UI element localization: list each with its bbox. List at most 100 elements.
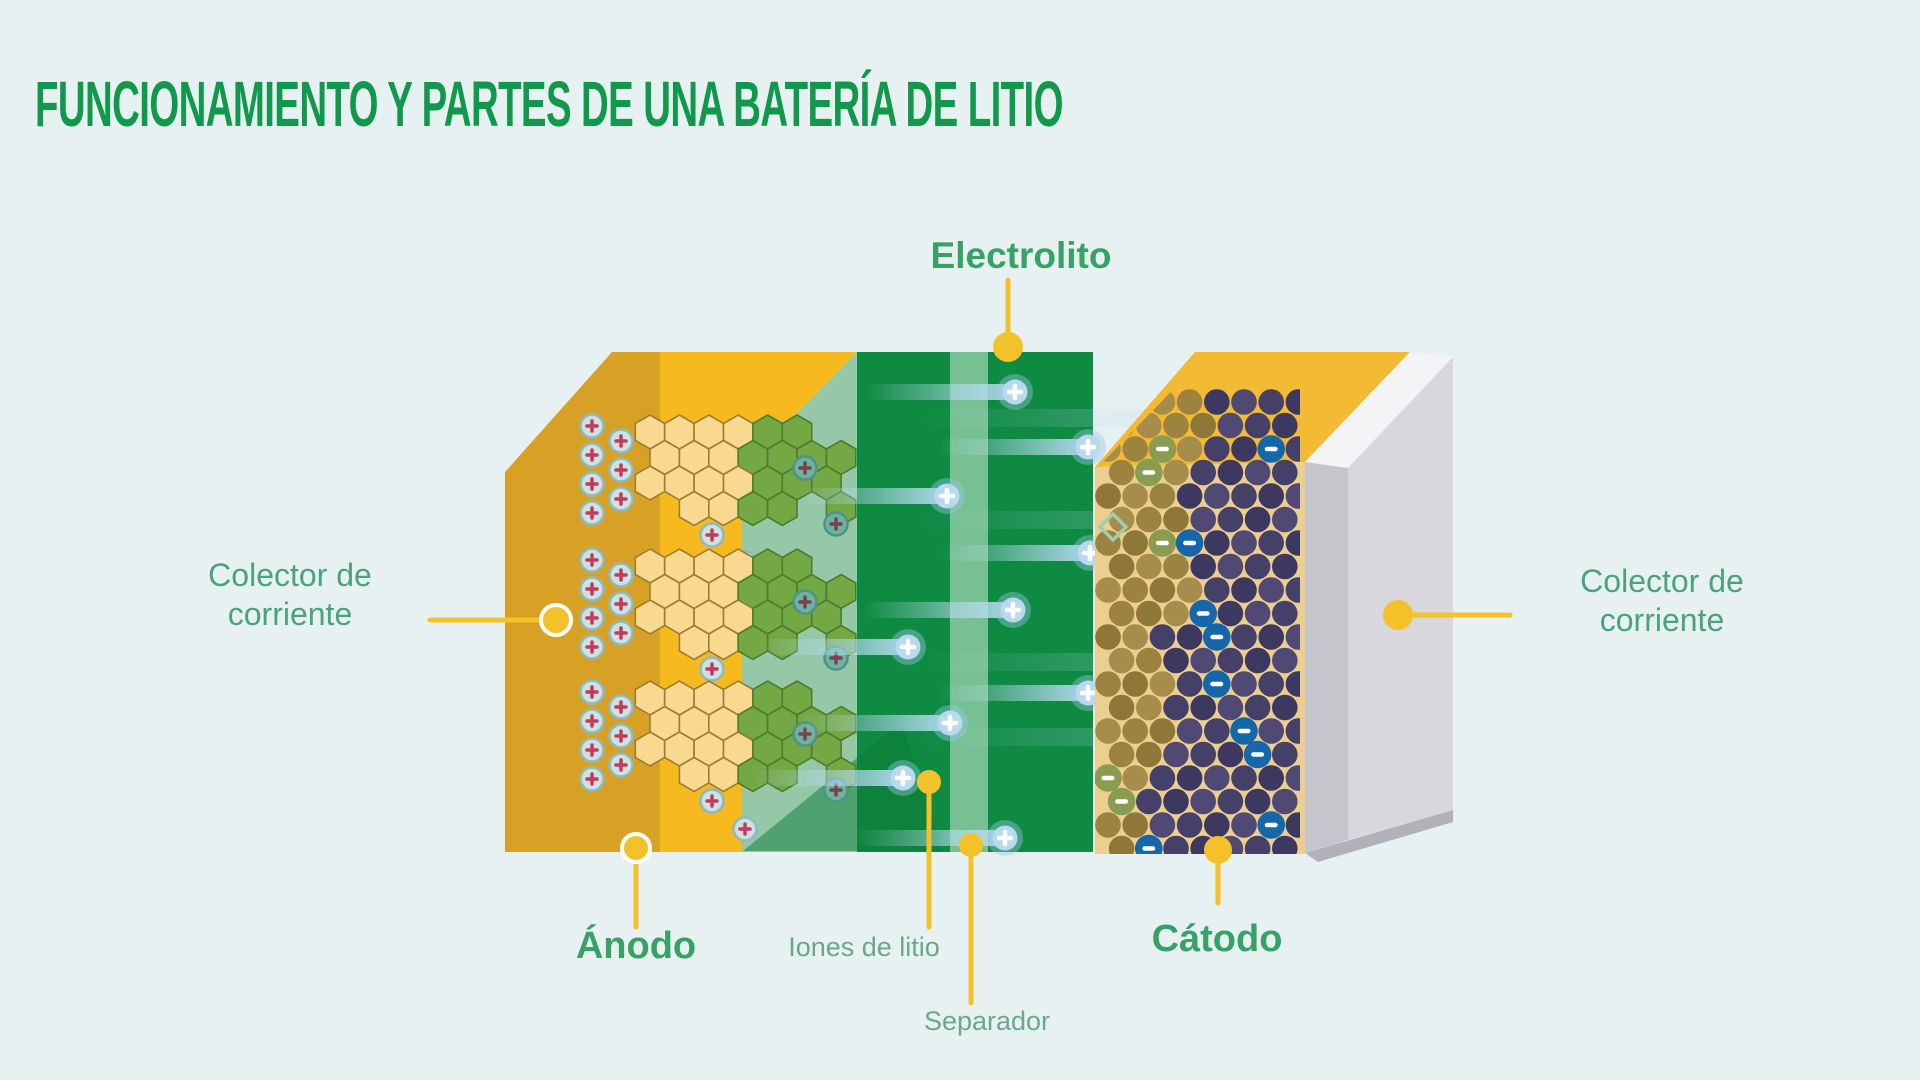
minus-icon (1155, 540, 1169, 546)
cathode-particle-navy (1204, 483, 1230, 509)
cathode-particle-navy (1204, 718, 1230, 744)
cathode-particle-brown (1108, 694, 1135, 721)
cathode-particle-brown (1149, 577, 1176, 603)
cathode-particle-navy (1217, 600, 1244, 627)
cathode-particle-navy (1231, 671, 1257, 697)
graphite-hexagon-yellow (634, 465, 666, 501)
cathode-particle-navy (1244, 647, 1271, 674)
cathode-particle-brown (1108, 459, 1135, 486)
lithium-ion-icon (608, 562, 634, 588)
minus-icon (1142, 470, 1156, 475)
cathode-particle-brown (1122, 577, 1148, 603)
cathode-particle-navy (1204, 812, 1230, 838)
cathode-particle-brown (1136, 741, 1162, 768)
ion-trail (865, 384, 1015, 400)
lithium-ion-icon (579, 737, 605, 763)
lithium-ion-intercalated-icon (823, 511, 849, 537)
graphite-hexagon-yellow (678, 624, 710, 661)
cathode-particle-navy (1190, 647, 1216, 674)
minus-icon (1142, 846, 1156, 851)
cathode-particle-brown (1122, 812, 1148, 838)
cathode-particle-brown (1095, 718, 1121, 744)
graphite-hexagon-yellow (707, 756, 740, 793)
cathode-particle-brown (1176, 577, 1203, 603)
cathode-particle-brown (1108, 835, 1135, 854)
cathode-particle-navy (1217, 412, 1244, 439)
minus-icon (1115, 799, 1129, 804)
cathode-particle-navy (1204, 530, 1230, 556)
cathode-particle-navy (1244, 553, 1271, 580)
cathode-particle-navy (1285, 483, 1300, 509)
cathode-particle-brown (1095, 671, 1121, 697)
lithium-ion-icon (579, 634, 605, 660)
cathode-particle-brown (1095, 624, 1121, 650)
lithium-ion-icon (579, 500, 605, 526)
cathode-particle-navy (1231, 530, 1257, 556)
label-colector-izquierdo: Colector de corriente (208, 556, 372, 634)
ion-diamond-marker (1097, 511, 1129, 543)
cathode-particle-brown (1163, 459, 1189, 486)
cathode-particle-brown (1163, 412, 1189, 439)
cathode-particle-navy (1163, 741, 1189, 768)
cathode-particle-navy (1272, 788, 1298, 815)
cathode-particle-navy (1231, 389, 1257, 415)
callout-dot-iones_de_litio (917, 770, 941, 794)
graphite-hexagon-green (766, 490, 798, 527)
lithium-ion-icon (579, 708, 605, 734)
minus-icon (1210, 681, 1224, 687)
cathode-particle-navy (1244, 694, 1271, 721)
callout-dot-colector_izquierdo (539, 603, 573, 637)
lithium-ion-icon (579, 605, 605, 631)
cathode-particle-brown (1136, 647, 1162, 674)
cathode-particle-navy (1190, 788, 1216, 815)
cathode-particle-navy (1217, 553, 1244, 580)
cathode-particle-navy (1204, 765, 1230, 791)
cathode-particle-brown (1108, 506, 1135, 533)
ion-trail (863, 602, 1013, 618)
lithium-ion-icon (732, 816, 758, 842)
label-colector-derecho-line1: Colector de (1580, 563, 1744, 599)
cathode-particle-brown (1136, 600, 1162, 627)
ion-trail (938, 685, 1088, 701)
cathode-particle-brown (1163, 600, 1189, 627)
cathode-particle-navy (1285, 530, 1300, 556)
cathode-particle-brown (1149, 483, 1176, 509)
cathode-particle-brown (1095, 577, 1121, 603)
cathode-particle-navy (1163, 788, 1189, 815)
cathode-particle-navy (1217, 647, 1244, 674)
label-colector-derecho-line2: corriente (1599, 602, 1725, 638)
minus-icon (1101, 775, 1115, 781)
cathode-particle-navy (1285, 765, 1300, 791)
cathode-particle-brown (1108, 741, 1135, 768)
minus-icon (1264, 446, 1278, 452)
ion-trail (940, 545, 1090, 561)
cathode-collector-top-bevel (1305, 352, 1453, 468)
label-colector-izquierdo-line1: Colector de (208, 557, 372, 593)
cathode-particle-brown (1176, 436, 1203, 462)
cathode-particle-navy (1149, 812, 1176, 838)
plus-icon (1004, 601, 1022, 619)
cathode-particle-navy (1231, 483, 1257, 509)
cathode-particle-navy (1272, 741, 1298, 768)
cathode-particle-brown (1149, 718, 1176, 744)
minus-icon (1196, 611, 1210, 616)
graphite-hexagon-yellow (634, 731, 666, 767)
graphite-hexagon-yellow (707, 624, 740, 661)
cathode-particle-navy (1258, 671, 1284, 697)
ion-trail (800, 715, 950, 731)
minus-icon (1210, 634, 1224, 640)
cathode-particle-brown (1122, 765, 1148, 791)
cathode-particle-navy (1176, 765, 1203, 791)
lithium-ion-icon (608, 591, 634, 617)
cathode-particle-navy (1163, 694, 1189, 721)
plus-icon (938, 487, 956, 505)
callout-dot-electrolito (993, 332, 1023, 362)
cathode-particle-navy (1163, 835, 1189, 854)
plus-icon (1079, 684, 1097, 702)
lithium-ion-icon (579, 547, 605, 573)
cathode-particle-navy (1272, 600, 1298, 627)
plus-icon (996, 829, 1014, 847)
cathode-particle-navy (1285, 671, 1300, 697)
cathode-particle-navy (1176, 671, 1203, 697)
